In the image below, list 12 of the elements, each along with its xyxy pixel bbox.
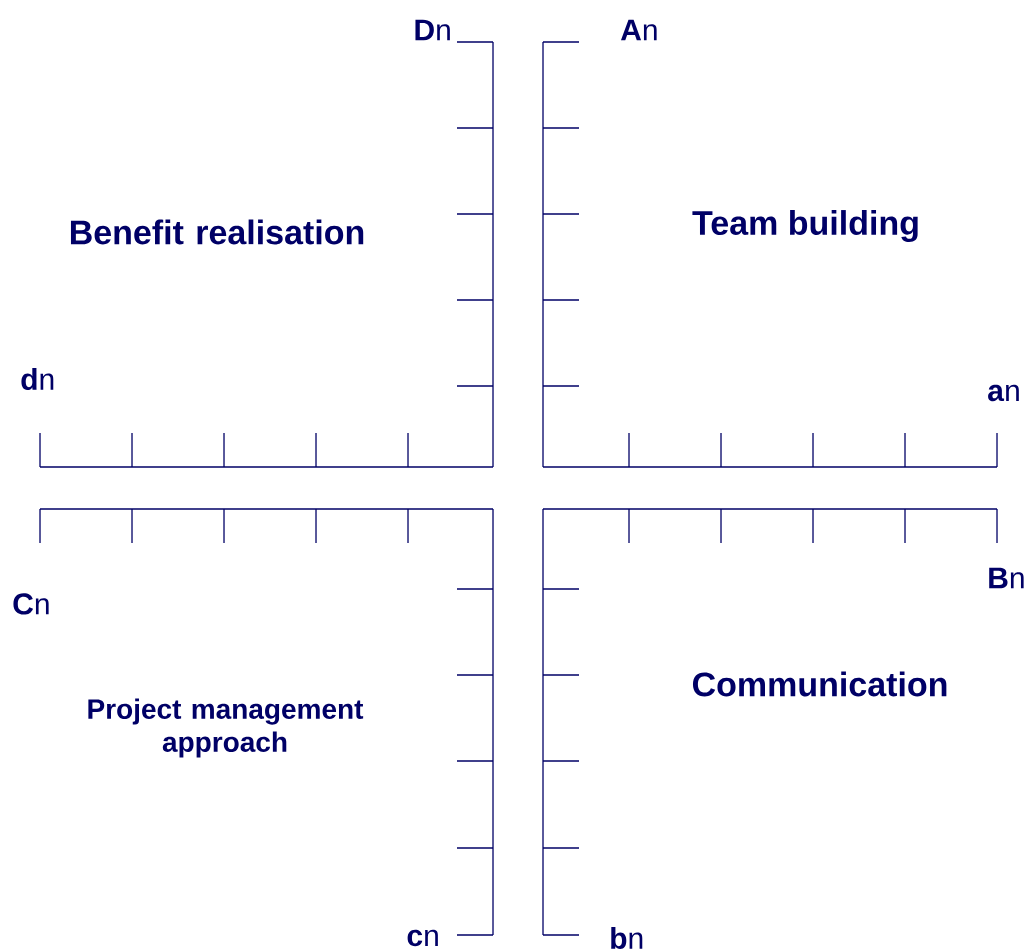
axis-label: Dn bbox=[415, 19, 450, 41]
quadrant-title: Communication bbox=[692, 671, 947, 697]
quadrant-title: Benefit realisation bbox=[70, 219, 364, 245]
axis-label: Bn bbox=[989, 567, 1024, 589]
axis-label: Cn bbox=[13, 593, 49, 615]
axis-label: an bbox=[988, 384, 1019, 402]
axis-label: bn bbox=[611, 926, 643, 949]
axis-label: An bbox=[620, 19, 657, 41]
axis-label: cn bbox=[407, 929, 438, 947]
quadrant-title: Project management approach bbox=[88, 698, 364, 758]
axis-label: dn bbox=[21, 367, 54, 390]
quadrant-title: Team building bbox=[692, 210, 918, 242]
